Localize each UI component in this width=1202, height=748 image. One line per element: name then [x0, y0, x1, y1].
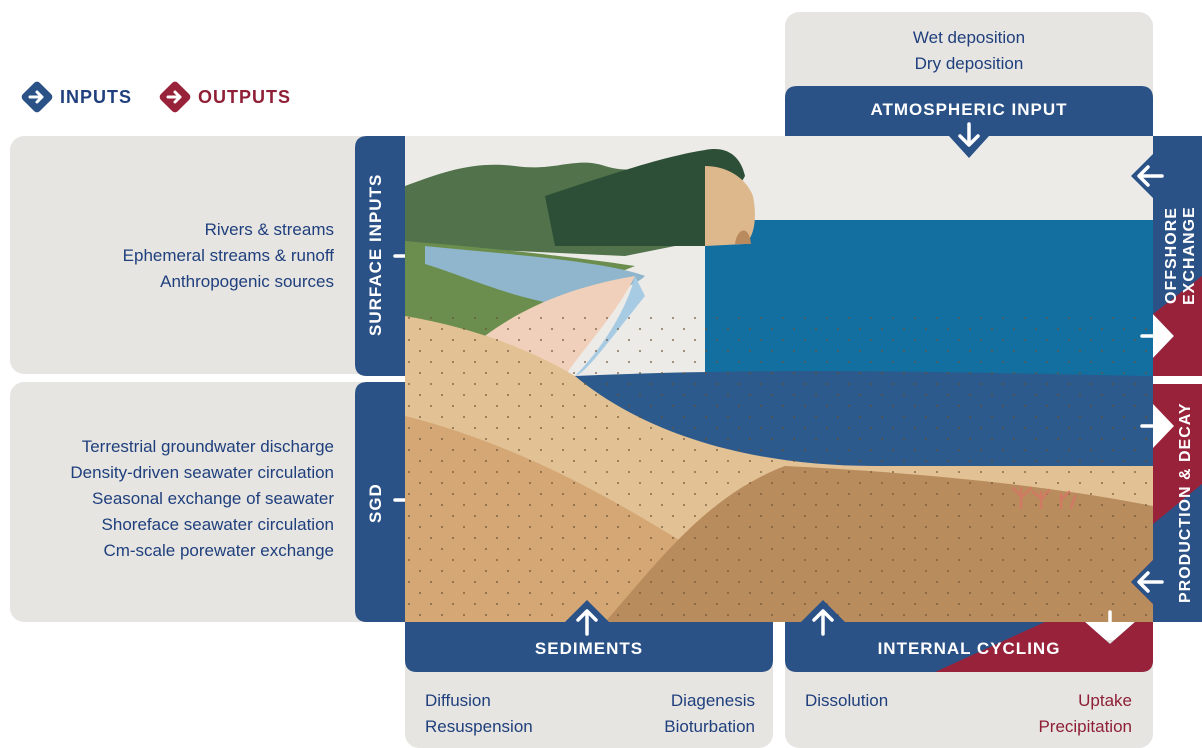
production-decay-label: PRODUCTION & DECAY — [1177, 402, 1194, 604]
surface-inputs-items: Rivers & streams Ephemeral streams & run… — [20, 217, 334, 295]
offshore-in-arrow-icon — [1137, 165, 1164, 187]
sediments-item: Diagenesis — [670, 691, 755, 710]
offshore-label-line1: OFFSHORE — [1163, 207, 1180, 305]
offshore-exchange-tab — [1131, 136, 1202, 376]
legend-input-icon — [21, 81, 53, 113]
atmospheric-item: Wet deposition — [912, 28, 1026, 47]
sediments-right-items: Diagenesis Bioturbation — [600, 688, 755, 740]
atmospheric-item: Dry deposition — [914, 54, 1024, 73]
sea-stack — [735, 230, 751, 244]
sgd-label: SGD — [366, 483, 385, 523]
sediments-left-items: Diffusion Resuspension — [425, 688, 533, 740]
atmospheric-tab — [785, 86, 1153, 158]
coastal-landscape-illustration — [405, 136, 1153, 622]
sgd-item: Shoreface seawater circulation — [101, 515, 334, 534]
surface-inputs-tab — [355, 136, 405, 376]
atmospheric-items: Wet deposition Dry deposition — [785, 25, 1153, 77]
surf-zone — [575, 276, 645, 376]
internal-cycling-out-arrow-icon — [1099, 610, 1121, 637]
sgd-item: Density-driven seawater circulation — [70, 463, 334, 482]
internal-cycling-tab — [785, 600, 1153, 672]
surface-inputs-label: SURFACE INPUTS — [366, 173, 385, 337]
production-in-arrow-icon — [1137, 571, 1164, 593]
surface-input-item: Ephemeral streams & runoff — [122, 246, 334, 265]
surface-inputs-arrow-icon — [393, 254, 405, 258]
sediment-texture — [405, 316, 1153, 622]
offshore-label-line2: EXCHANGE — [1181, 206, 1198, 306]
internal-cycling-item: Dissolution — [805, 691, 889, 710]
sediments-label: SEDIMENTS — [534, 639, 644, 658]
internal-cycling-input-items: Dissolution — [805, 688, 888, 714]
offshore-out-arrow-icon — [1140, 325, 1167, 347]
internal-cycling-label: INTERNAL CYCLING — [877, 639, 1061, 658]
coral — [1011, 486, 1077, 510]
sgd-tab — [355, 382, 405, 622]
hill-right — [545, 149, 745, 246]
surface-input-item: Anthropogenic sources — [160, 272, 334, 291]
atmospheric-label: ATMOSPHERIC INPUT — [870, 100, 1068, 119]
sediments-arrow-icon — [576, 609, 598, 636]
sgd-items: Terrestrial groundwater discharge Densit… — [20, 434, 334, 564]
sediments-item: Bioturbation — [664, 717, 755, 736]
legend-inputs-label: INPUTS — [60, 87, 133, 107]
cliff — [705, 166, 755, 246]
surface-input-item: Rivers & streams — [204, 220, 334, 239]
internal-cycling-output-items: Uptake Precipitation — [960, 688, 1132, 740]
internal-cycling-item: Uptake — [1078, 691, 1132, 710]
internal-cycling-in-arrow-icon — [812, 609, 834, 636]
sediments-item: Resuspension — [425, 717, 533, 736]
legend-outputs-label: OUTPUTS — [198, 87, 292, 107]
sgd-arrow-icon — [393, 498, 405, 502]
production-out-arrow-icon — [1140, 415, 1167, 437]
sgd-item: Terrestrial groundwater discharge — [81, 437, 334, 456]
surface-inputs-panel — [10, 136, 400, 374]
sediments-tab — [405, 600, 773, 672]
sgd-panel — [10, 382, 400, 622]
sgd-item: Cm-scale porewater exchange — [103, 541, 334, 560]
internal-cycling-item: Precipitation — [1038, 717, 1132, 736]
sgd-item: Seasonal exchange of seawater — [92, 489, 334, 508]
legend-output-icon — [159, 81, 191, 113]
atmospheric-arrow-icon — [958, 122, 980, 147]
sediments-item: Diffusion — [425, 691, 491, 710]
production-decay-tab — [1131, 384, 1202, 622]
